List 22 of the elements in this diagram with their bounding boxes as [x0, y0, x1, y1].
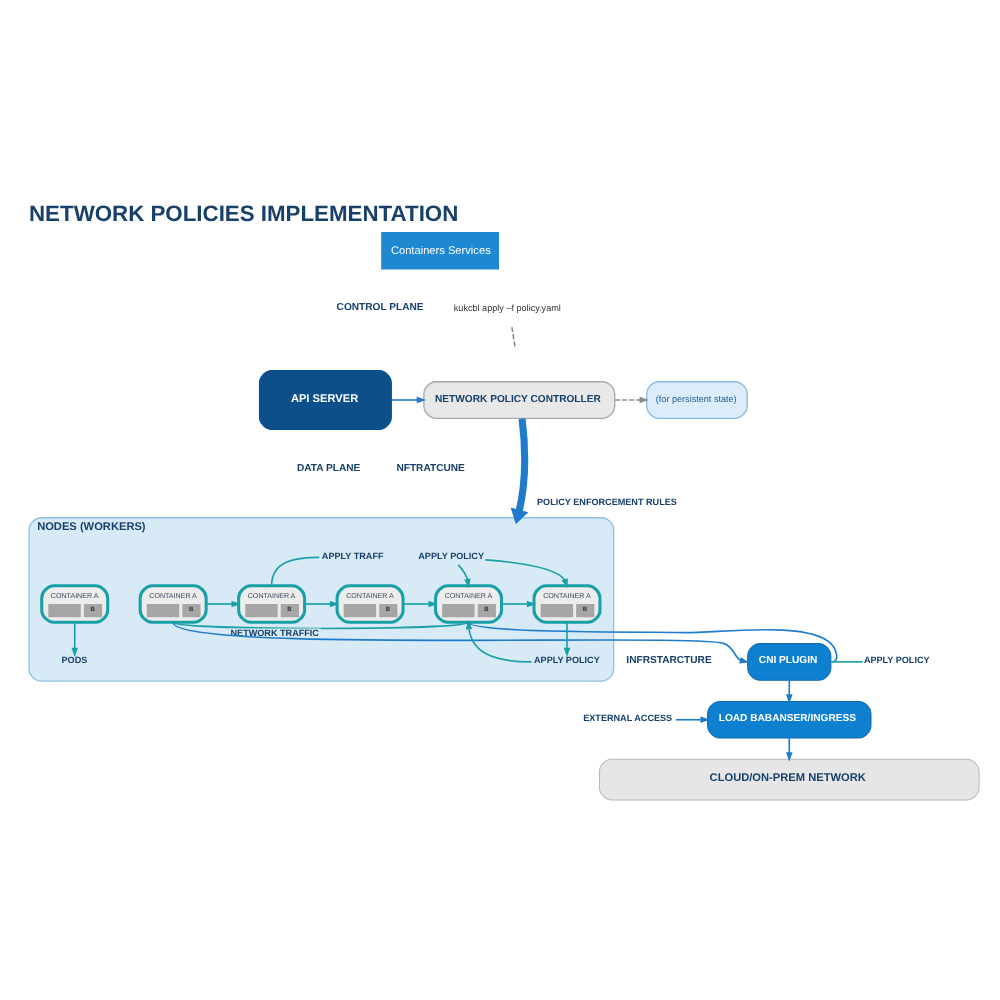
- connector: [172, 621, 470, 630]
- connector: [270, 556, 321, 587]
- arrow: [402, 600, 438, 608]
- arrow: [675, 716, 710, 724]
- arrow: [500, 600, 537, 608]
- arrow: [205, 600, 241, 608]
- arrow: [563, 621, 571, 658]
- arrow: [614, 396, 649, 404]
- arrow: [484, 559, 568, 589]
- arrow: [303, 600, 340, 608]
- arrow: [786, 679, 793, 704]
- arrow: [465, 619, 533, 663]
- arrow: [457, 564, 471, 589]
- connector: [830, 661, 864, 663]
- arrow: [390, 396, 427, 404]
- arrow: [172, 621, 750, 664]
- diagram-title: NETWORK POLICIES IMPLEMENTATION: [29, 202, 459, 227]
- connector: [467, 621, 838, 663]
- arrow: [71, 621, 78, 658]
- arrow: [510, 418, 529, 525]
- arrow: [786, 737, 793, 762]
- connector: [511, 326, 516, 349]
